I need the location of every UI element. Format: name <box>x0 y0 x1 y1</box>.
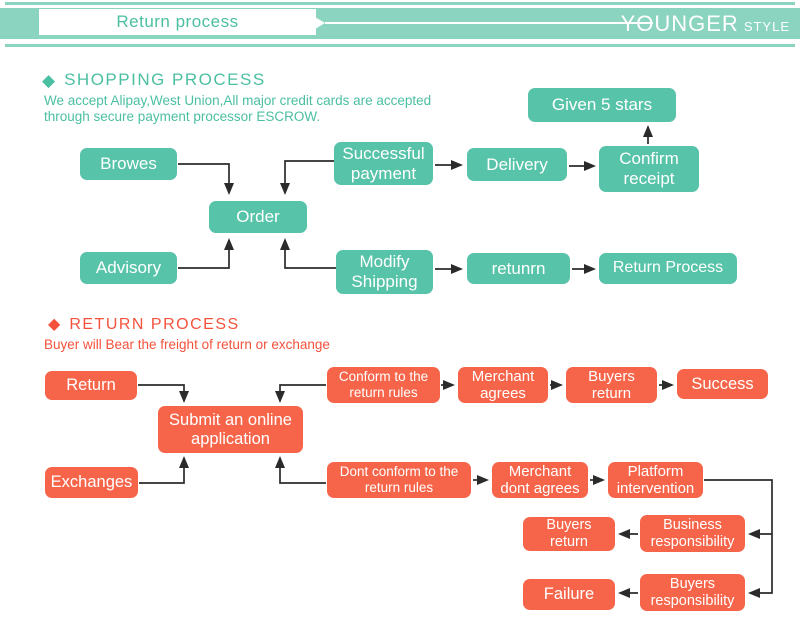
header-bottom-rule <box>5 44 795 47</box>
diamond-icon: ◆ <box>42 70 56 90</box>
node-buyers-return-bottom: Buyers return <box>523 517 615 551</box>
node-modify-shipping: Modify Shipping <box>336 250 433 294</box>
node-conform-rules: Conform to the return rules <box>327 367 440 403</box>
node-failure: Failure <box>523 579 615 610</box>
node-success: Success <box>677 369 768 399</box>
node-return-process: Return Process <box>599 253 737 284</box>
node-business-responsibility: Business responsibility <box>640 515 745 552</box>
page-title: Return process <box>116 12 239 31</box>
node-given-5-stars: Given 5 stars <box>528 88 676 122</box>
shopping-description: We accept Alipay,West Union,All major cr… <box>44 93 432 125</box>
return-description: Buyer will Bear the freight of return or… <box>44 337 330 352</box>
node-advisory: Advisory <box>80 252 177 284</box>
node-successful-payment: Successful payment <box>334 142 433 185</box>
node-delivery: Delivery <box>467 148 567 181</box>
brand-suffix: STYLE <box>743 19 790 34</box>
header-divider-line <box>325 22 653 24</box>
node-browes: Browes <box>80 148 177 180</box>
node-merchant-agrees: Merchant agrees <box>458 367 548 403</box>
brand-name: YOUNGER <box>620 11 739 36</box>
node-buyers-return-top: Buyers return <box>566 367 657 403</box>
node-submit-application: Submit an online application <box>158 406 303 453</box>
header-top-rule <box>5 2 795 5</box>
node-return: Return <box>45 371 137 400</box>
node-platform-intervention: Platform intervention <box>608 462 703 498</box>
return-section-heading: ◆ RETURN PROCESS <box>48 316 240 334</box>
arrow-right-icon <box>315 17 325 29</box>
node-retunrn: retunrn <box>467 253 570 284</box>
node-merchant-dont-agrees: Merchant dont agrees <box>492 462 588 498</box>
diamond-icon: ◆ <box>48 316 61 333</box>
node-buyers-responsibility: Buyers responsibility <box>640 574 745 611</box>
shopping-section-heading: ◆ SHOPPING PROCESS <box>42 70 266 90</box>
node-order: Order <box>209 201 307 233</box>
node-exchanges: Exchanges <box>45 467 138 498</box>
page-title-box: Return process <box>39 9 316 35</box>
shopping-heading-text: SHOPPING PROCESS <box>64 70 266 89</box>
node-confirm-receipt: Confirm receipt <box>599 146 699 192</box>
return-heading-text: RETURN PROCESS <box>69 316 240 333</box>
node-dont-conform-rules: Dont conform to the return rules <box>327 462 471 498</box>
brand-logo: YOUNGER STYLE <box>621 8 790 39</box>
